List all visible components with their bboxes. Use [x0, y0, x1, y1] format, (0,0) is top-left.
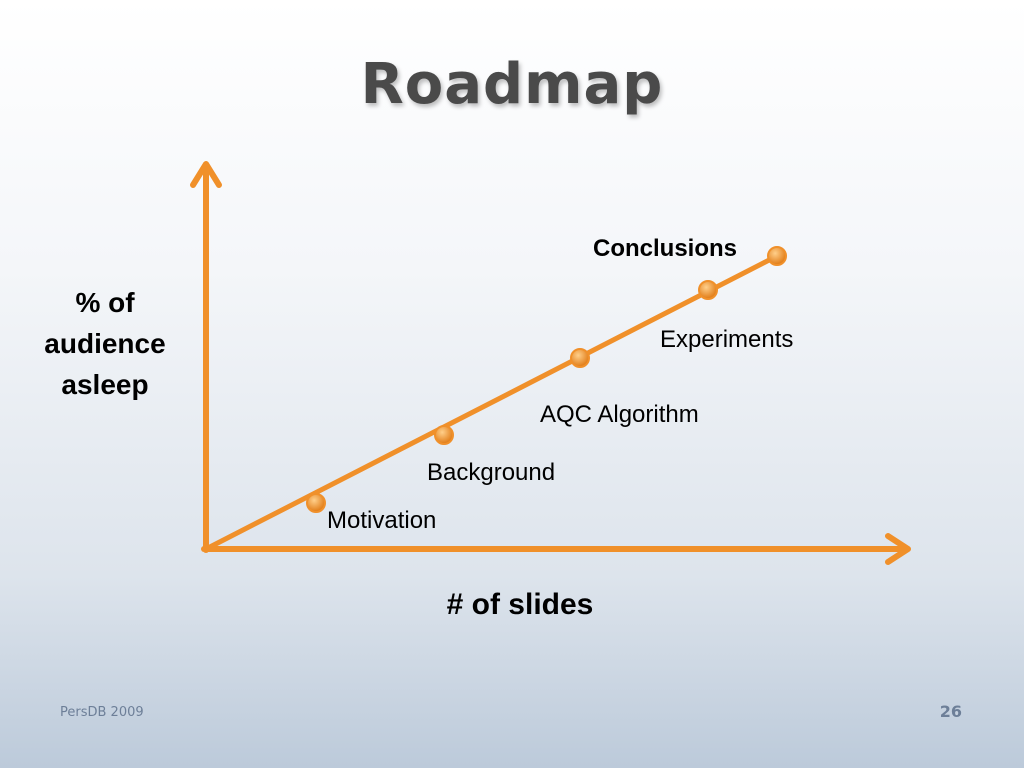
milestone-label-background: Background: [427, 459, 555, 486]
milestone-label-conclusions: Conclusions: [593, 235, 737, 262]
milestone-dot-motivation: [306, 493, 326, 513]
x-axis-arrowhead: [885, 533, 911, 565]
y-axis-label-line: % of: [75, 287, 135, 318]
y-axis-arrowhead: [190, 161, 222, 188]
y-axis-label-line: asleep: [61, 369, 149, 400]
milestone-dot-experiments: [698, 280, 718, 300]
y-axis-label-line: audience: [44, 328, 166, 359]
milestone-label-aqc-algorithm: AQC Algorithm: [540, 401, 699, 428]
page-number: 26: [939, 702, 962, 721]
milestone-dot-aqc-algorithm: [570, 348, 590, 368]
slide-title: Roadmap: [360, 52, 664, 117]
x-axis-label: # of slides: [446, 588, 594, 621]
milestone-label-motivation: Motivation: [327, 507, 436, 534]
milestone-label-experiments: Experiments: [660, 326, 793, 353]
y-axis-label: % of audience asleep: [20, 282, 190, 405]
progress-line: [203, 253, 780, 552]
footer-text: PersDB 2009: [60, 705, 144, 720]
milestone-dot-background: [434, 425, 454, 445]
milestone-dot-conclusions: [767, 246, 787, 266]
